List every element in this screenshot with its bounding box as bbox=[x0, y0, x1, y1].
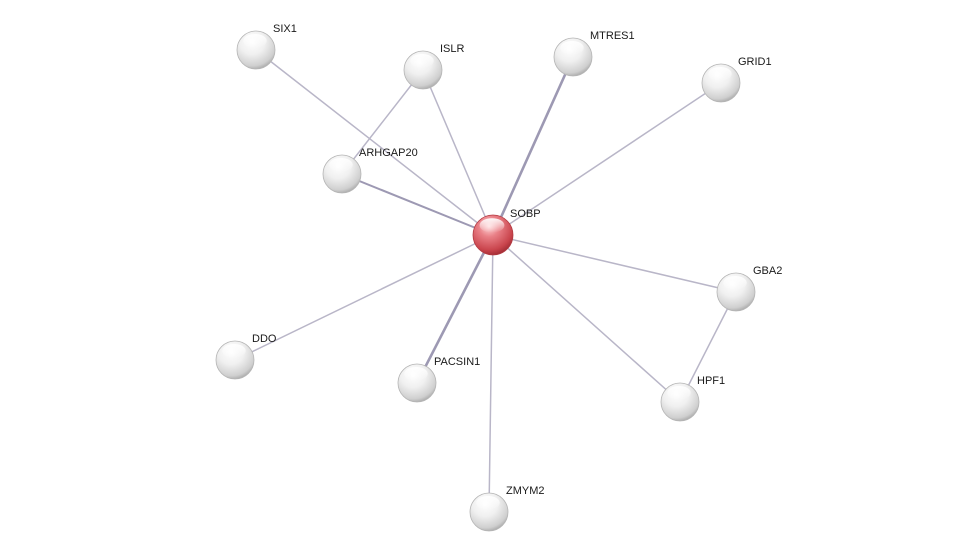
edges-layer bbox=[234, 49, 737, 513]
node-islr[interactable]: ISLR bbox=[403, 43, 465, 90]
node-pacsin1[interactable]: PACSIN1 bbox=[397, 356, 480, 403]
node-mtres1[interactable]: MTRES1 bbox=[553, 30, 635, 77]
edge-sobp-six1[interactable] bbox=[255, 49, 494, 236]
node-grid1[interactable]: GRID1 bbox=[701, 56, 772, 103]
node-arhgap20[interactable]: ARHGAP20 bbox=[322, 147, 418, 194]
edge-sobp-ddo[interactable] bbox=[234, 234, 494, 361]
node-ddo[interactable]: DDO bbox=[215, 333, 277, 380]
edge-sobp-gba2[interactable] bbox=[492, 234, 737, 293]
node-zmym2[interactable]: ZMYM2 bbox=[469, 485, 545, 532]
node-hpf1[interactable]: HPF1 bbox=[660, 375, 725, 422]
edge-sobp-islr[interactable] bbox=[422, 69, 494, 236]
node-label: GRID1 bbox=[738, 56, 772, 68]
node-label: HPF1 bbox=[697, 375, 725, 387]
node-sobp[interactable]: SOBP bbox=[472, 208, 541, 256]
node-gba2[interactable]: GBA2 bbox=[716, 265, 782, 312]
node-label: SIX1 bbox=[273, 23, 297, 35]
edge-sobp-pacsin1[interactable] bbox=[415, 233, 495, 385]
node-label: MTRES1 bbox=[590, 30, 635, 42]
node-label: ARHGAP20 bbox=[359, 147, 418, 159]
node-highlight bbox=[243, 34, 267, 48]
node-label: GBA2 bbox=[753, 265, 782, 277]
node-highlight bbox=[479, 218, 505, 233]
edge-sobp-zmym2[interactable] bbox=[488, 234, 494, 513]
edge-sobp-mtres1[interactable] bbox=[491, 55, 575, 237]
node-label: PACSIN1 bbox=[434, 356, 480, 368]
node-label: SOBP bbox=[510, 208, 541, 220]
node-highlight bbox=[476, 496, 500, 510]
edge-sobp-arhgap20[interactable] bbox=[341, 173, 494, 236]
node-highlight bbox=[560, 41, 584, 55]
node-highlight bbox=[329, 158, 353, 172]
node-label: DDO bbox=[252, 333, 277, 345]
node-label: ZMYM2 bbox=[506, 485, 545, 497]
edge-sobp-grid1[interactable] bbox=[492, 82, 722, 236]
node-highlight bbox=[723, 276, 747, 290]
node-highlight bbox=[667, 386, 691, 400]
node-highlight bbox=[222, 344, 246, 358]
node-label: ISLR bbox=[440, 43, 465, 55]
node-highlight bbox=[708, 67, 732, 81]
node-six1[interactable]: SIX1 bbox=[236, 23, 297, 70]
edge-gba2-hpf1[interactable] bbox=[679, 291, 737, 403]
node-highlight bbox=[404, 367, 428, 381]
edge-sobp-hpf1[interactable] bbox=[492, 234, 681, 403]
edge-islr-arhgap20[interactable] bbox=[341, 69, 424, 175]
node-highlight bbox=[410, 54, 434, 68]
